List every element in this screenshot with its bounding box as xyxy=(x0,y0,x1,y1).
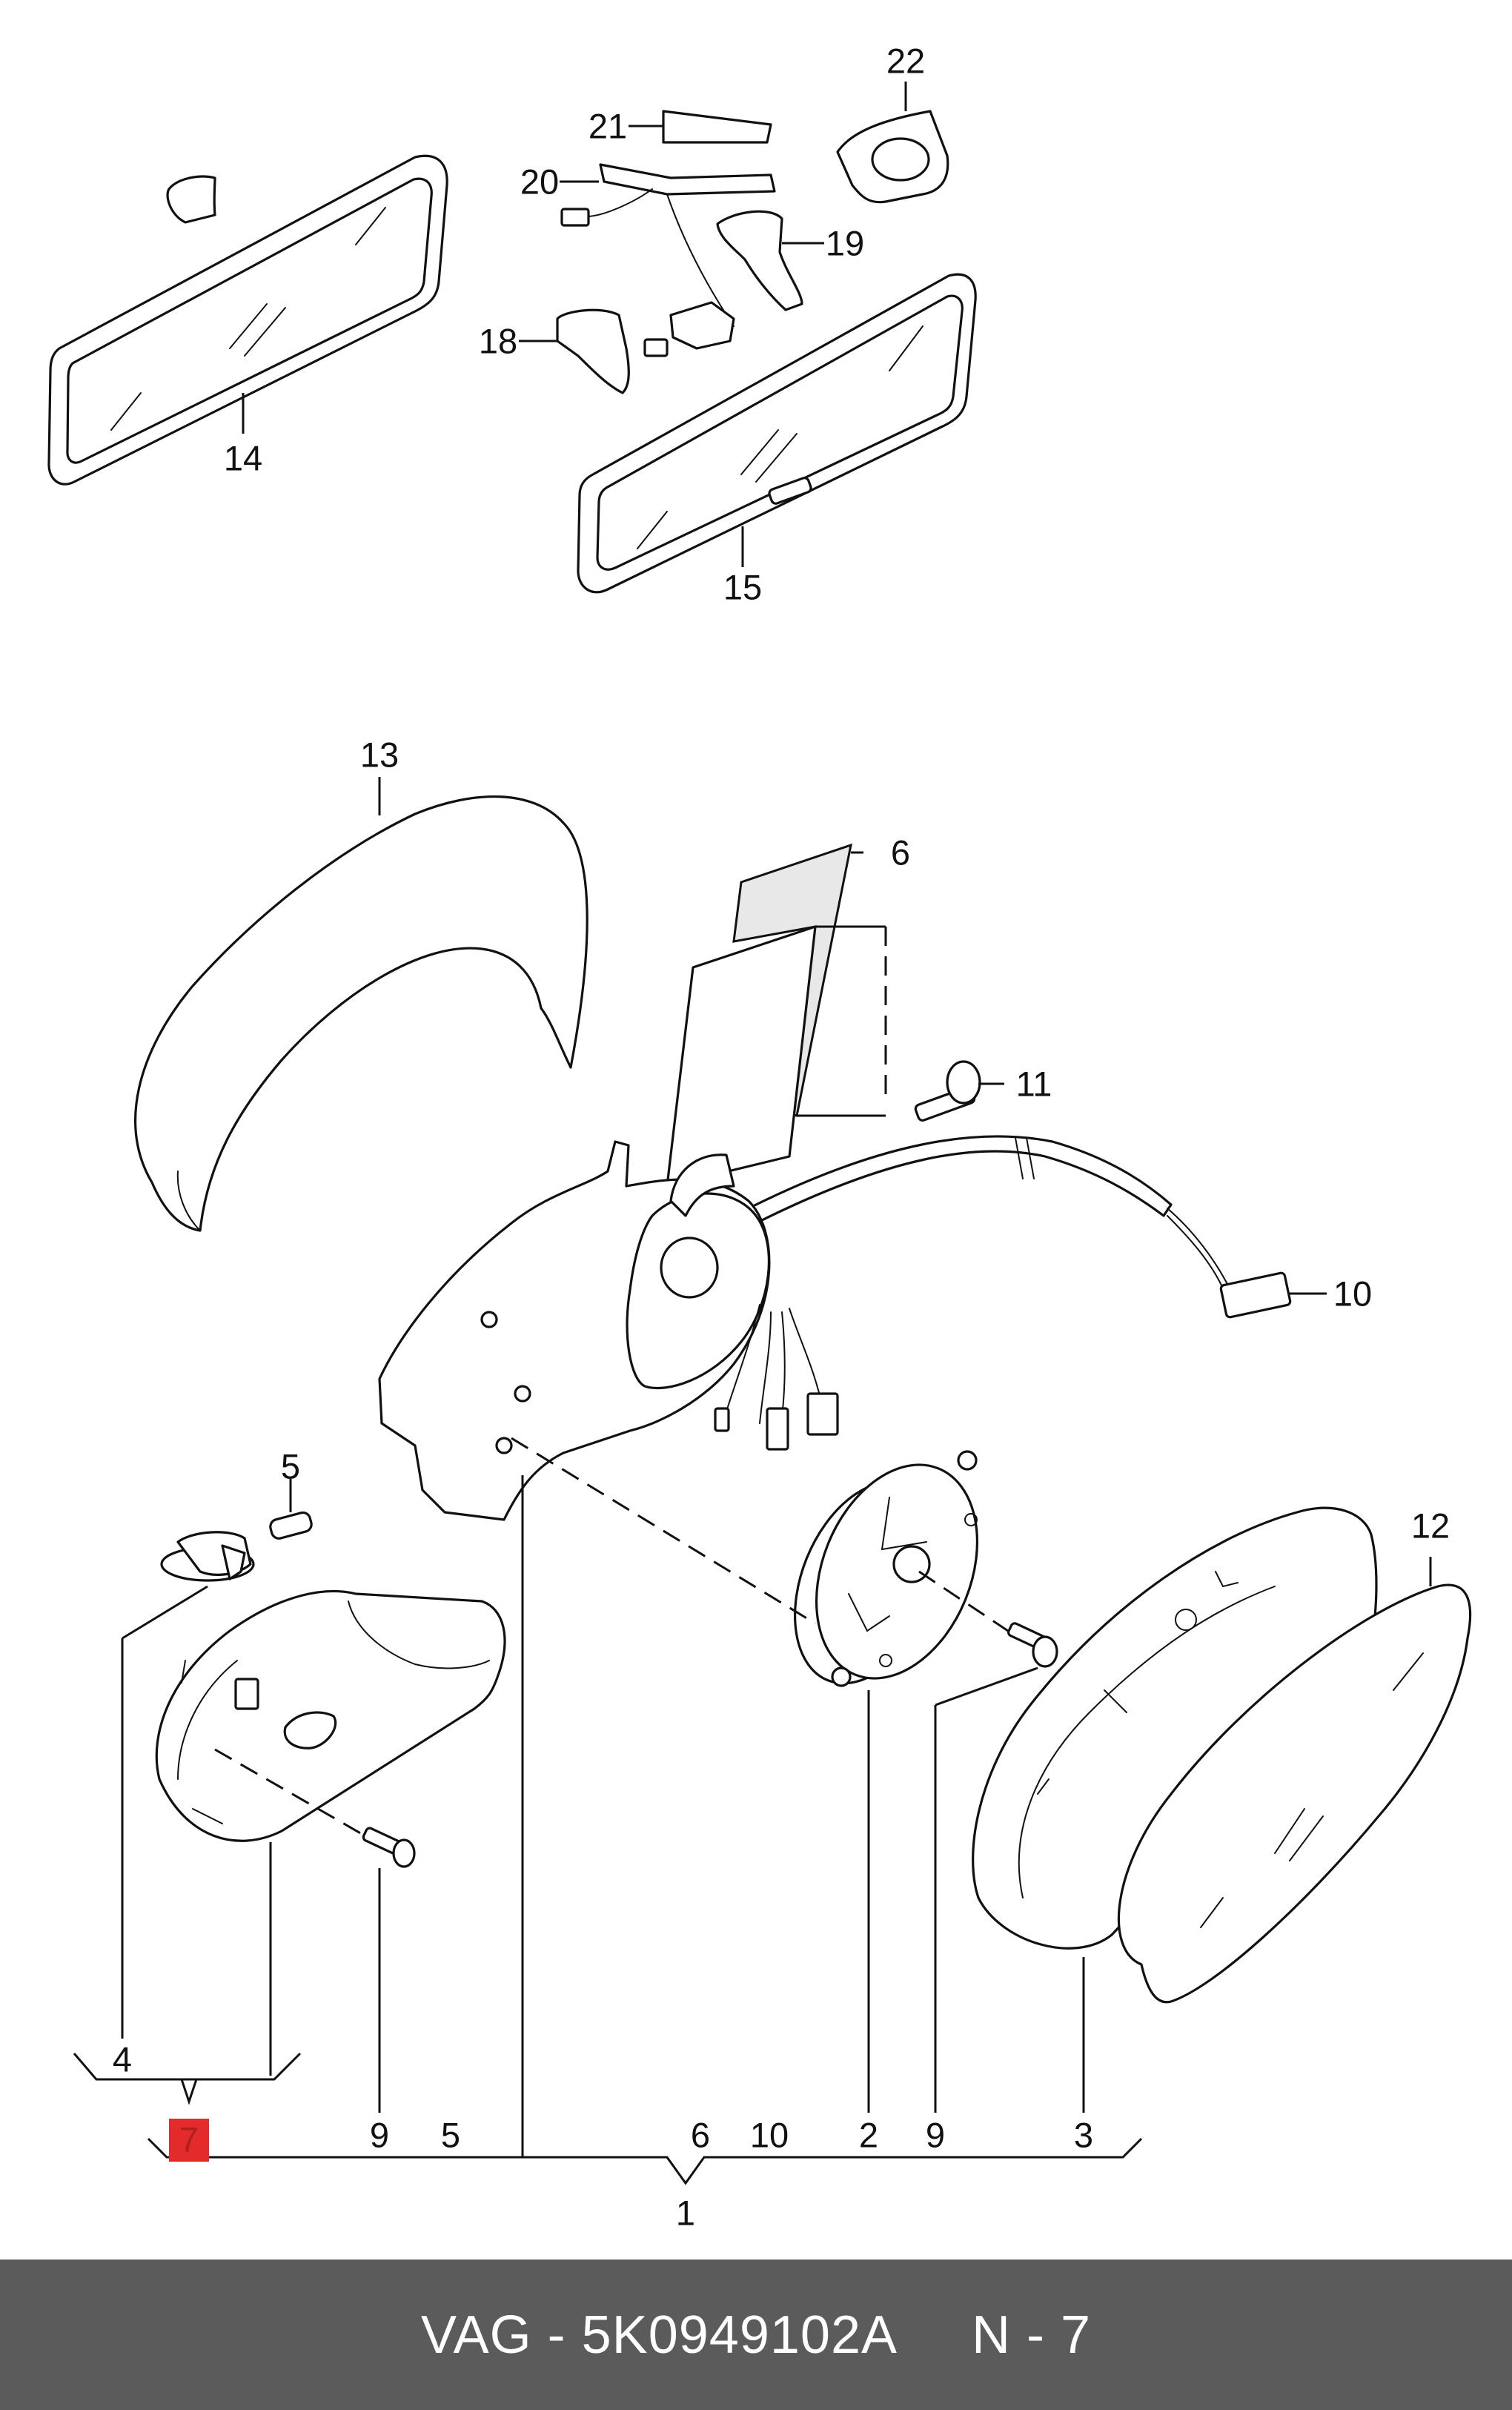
footer-part-number: VAG - 5K0949102A xyxy=(420,2305,898,2365)
callout-21: 21 xyxy=(588,107,627,146)
callout-19: 19 xyxy=(826,224,864,263)
main-housing-frame xyxy=(378,1140,839,1521)
callout-10-bottom: 10 xyxy=(750,2116,789,2155)
callout-4: 4 xyxy=(113,2040,132,2079)
part-5-bulb xyxy=(269,1479,313,1540)
callout-7-highlight xyxy=(169,2119,209,2162)
part-7-lower-housing xyxy=(155,1589,506,2076)
part-3-mirror-housing xyxy=(972,1506,1378,2113)
part-22-clip xyxy=(836,82,949,204)
callout-22: 22 xyxy=(886,42,925,81)
callout-9-left: 9 xyxy=(370,2116,389,2155)
part-13-mirror-cap xyxy=(133,777,588,1232)
part-12-mirror-glass xyxy=(1117,1557,1472,2004)
callout-13: 13 xyxy=(360,735,399,775)
part-18-cover xyxy=(519,308,630,394)
callout-14: 14 xyxy=(224,439,262,478)
callout-12: 12 xyxy=(1411,1506,1450,1546)
footer-code: N - 7 xyxy=(972,2305,1092,2365)
callout-10: 10 xyxy=(1333,1274,1372,1314)
callout-5: 5 xyxy=(281,1447,300,1486)
callout-9-right: 9 xyxy=(926,2116,945,2155)
callout-1: 1 xyxy=(676,2194,695,2233)
callout-5-bottom: 5 xyxy=(441,2116,460,2155)
part-19-cover xyxy=(716,210,824,311)
callout-15: 15 xyxy=(723,568,762,607)
part-9-screw-left xyxy=(214,1748,416,2113)
callout-11: 11 xyxy=(1016,1065,1052,1104)
part-2-adjustment-motor xyxy=(793,1450,979,2113)
callout-3: 3 xyxy=(1074,2116,1093,2155)
callout-6-bottom: 6 xyxy=(691,2116,710,2155)
part-20-wiring xyxy=(560,163,776,327)
part-14-interior-mirror xyxy=(47,154,448,486)
callout-7: 7 xyxy=(179,2120,199,2159)
bracket-assembly-1 xyxy=(147,2137,1143,2185)
part-6-heating-foil xyxy=(666,843,887,1188)
part-10-cable-harness xyxy=(747,1135,1327,1319)
sensor-module xyxy=(643,301,735,357)
callout-2: 2 xyxy=(859,2116,878,2155)
callout-18: 18 xyxy=(479,322,517,361)
callout-6: 6 xyxy=(891,833,910,873)
bracket-4-7 xyxy=(73,2052,302,2105)
footer-bar: VAG - 5K0949102A N - 7 xyxy=(0,2260,1512,2410)
part-4-lamp xyxy=(121,1531,255,2039)
callout-20: 20 xyxy=(520,162,559,202)
alignment-line-motor xyxy=(511,1437,816,1625)
part-21-bracket xyxy=(629,110,772,144)
part-11-screw xyxy=(914,1060,1004,1122)
part-15-interior-mirror-auto xyxy=(577,273,977,594)
parts-diagram: 22 21 20 19 18 14 15 13 6 11 10 5 12 4 7… xyxy=(47,42,1472,2233)
part-9-screw-right xyxy=(918,1570,1058,2113)
